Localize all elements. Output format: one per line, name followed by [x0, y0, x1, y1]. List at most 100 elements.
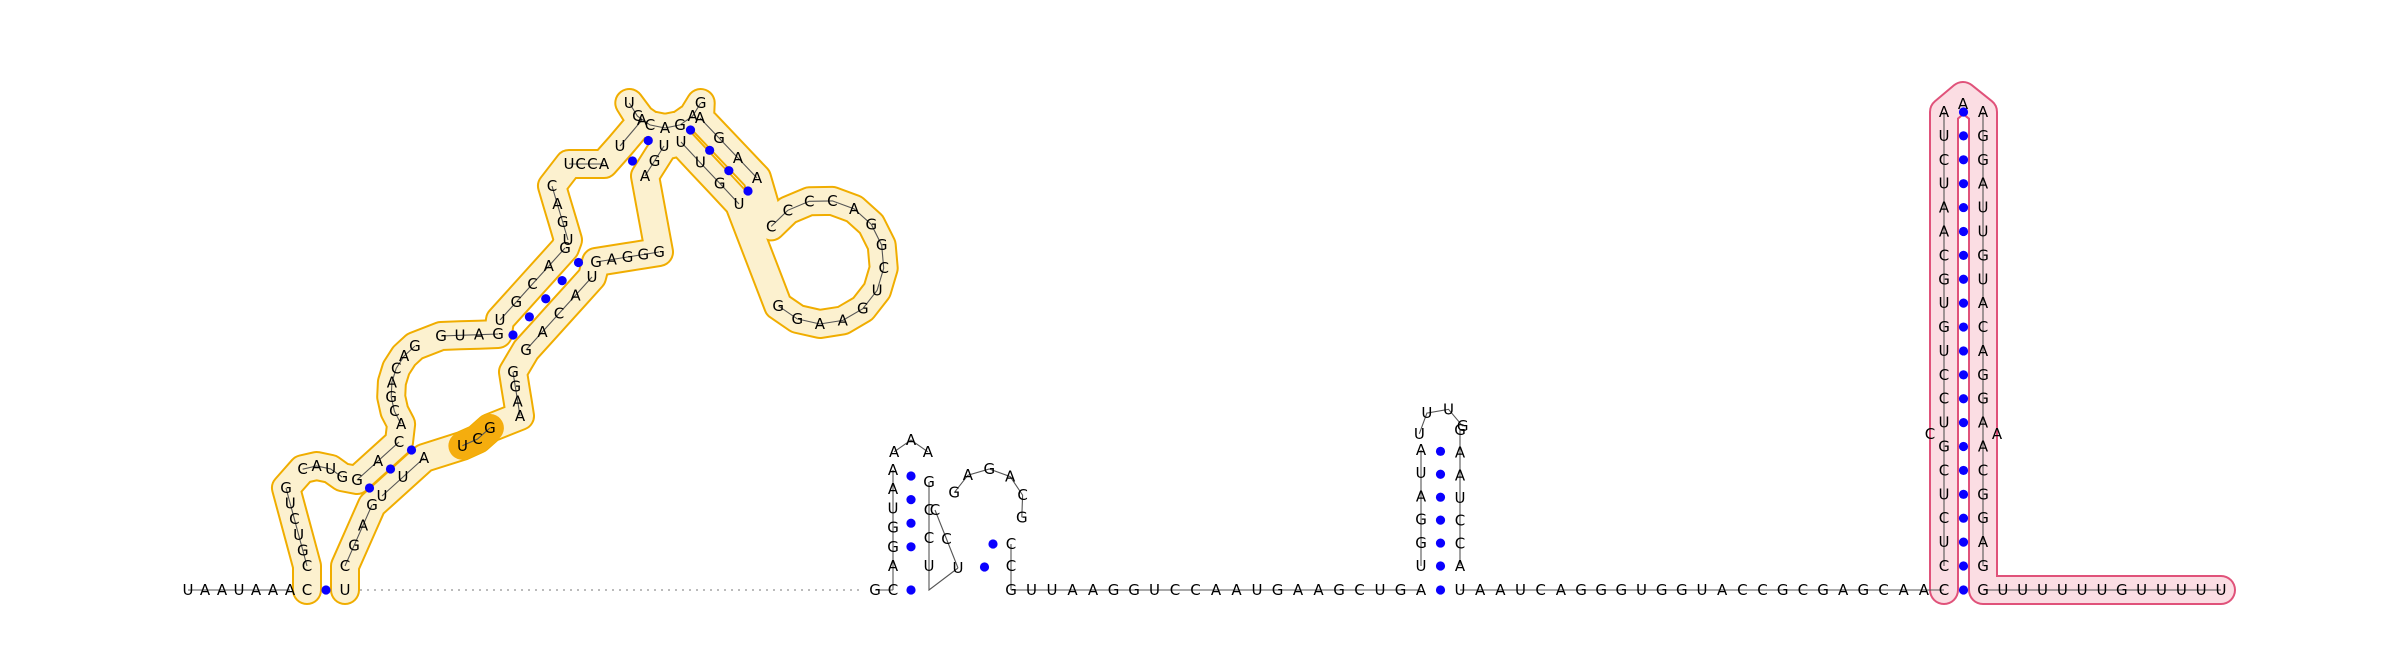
spacer2-nt-16: G — [1333, 581, 1345, 599]
domain3-stem-base-pair-4 — [1435, 469, 1446, 479]
domain2-hairpin1-right-nt-1: C — [924, 501, 934, 519]
left-tail-nt-0: U — [183, 581, 194, 599]
domain2-hairpin1-loop-nt-2: A — [923, 443, 934, 461]
domain1-branch-left-backbone — [699, 117, 758, 179]
domain2-hairpin1-left-nt-2: G — [887, 519, 899, 537]
domain1-stem-b-base-pair-2 — [541, 294, 551, 304]
domain1-basal-right-nt-3: G — [366, 496, 378, 514]
domain1-apex-loop-nt-4: G — [674, 116, 686, 134]
domain1-internal-left-nt-6: G — [409, 337, 421, 355]
domain1-stem-b-right-nt-2: C — [554, 305, 564, 323]
domain1-mid-left-nt-2: A — [552, 195, 563, 213]
domain1-stem-a-base-pair-0 — [364, 483, 375, 493]
domain4-stem-base-pair-11 — [1958, 370, 1969, 380]
domain4-stem-right-nt-15: C — [1978, 461, 1988, 479]
domain1-internal-left-nt-1: C — [389, 402, 399, 420]
domain1-mid-left-nt-1: G — [557, 213, 569, 231]
domain3-stem-right-nt-3: U — [1455, 489, 1466, 507]
domain2-hairpin2-loop-backbone — [953, 468, 1024, 518]
domain4-stem-base-pair-2 — [1958, 155, 1969, 165]
domain1-branch-loop-nt-13: G — [772, 297, 784, 315]
domain1-apex-loop-nt-6: G — [695, 94, 707, 112]
domain3-loop-nt-2: U — [1443, 400, 1454, 418]
domain1-mid-right-backbone — [595, 251, 660, 263]
domain3-stem-base-pair-5 — [1435, 446, 1446, 456]
domain1-basal-left-nt-5: G — [280, 479, 292, 497]
domain3-stem-left-nt-2: G — [1415, 511, 1427, 529]
spacer3-nt-24: C — [1939, 581, 1949, 599]
domain4-stem-base-pair-0 — [1958, 107, 1969, 117]
domain1-branch-left-nt-1: G — [713, 129, 725, 147]
domain1-stem-c-left-nt-0: U — [615, 137, 626, 155]
domain1-close-left-nt-0: C — [302, 581, 312, 599]
domain4-stem-base-pair-9 — [1958, 322, 1969, 332]
domain1-apex-loop-nt-3: A — [660, 119, 671, 137]
domain2-hairpin1-base-pair-0 — [906, 471, 916, 481]
domain1-stem-b-left-nt-3: A — [544, 257, 555, 275]
domain2-hairpin1-base-pair-2 — [906, 518, 916, 528]
spacer2-nt-8: C — [1170, 581, 1180, 599]
domain2-hairpin2-loop-nt-0: G — [948, 484, 960, 502]
domain2-hairpin2-loop-nt-3: A — [1005, 468, 1016, 486]
domain1-highlight-core-nt-2: G — [484, 419, 496, 437]
domain2-hairpin1-left-nt-0: A — [888, 557, 899, 575]
domain1-stem-b-left-nt-0: U — [495, 311, 506, 329]
domain4-stem-right-nt-5: U — [1978, 222, 1989, 240]
domain1-stem-a-base-pair-2 — [406, 445, 417, 455]
domain1-branch-left-nt-0: A — [695, 109, 706, 127]
domain1-internal-left-backbone — [390, 345, 416, 425]
spacer2-nt-15: A — [1313, 581, 1324, 599]
domain4-stem-base-pair-19 — [1958, 561, 1969, 571]
domain1-internal-top-nt-1: U — [455, 326, 466, 344]
domain1-apex-loop-nt-1: C — [632, 107, 642, 125]
domain4-stem-left-nt-19: A — [1939, 103, 1950, 121]
domain4-stem-left-nt-18: U — [1939, 127, 1950, 145]
domain2-hairpin1-loop-nt-1: A — [906, 431, 917, 449]
domain4-stem-base-pair-18 — [1958, 537, 1969, 547]
domain3-stem-right-nt-1: A — [1455, 444, 1466, 462]
spacer2-nt-18: U — [1375, 581, 1386, 599]
domain1-basal-left-nt-4: U — [285, 495, 296, 513]
domain4-stem-right-nt-11: G — [1977, 366, 1989, 384]
domain1-stem-a-left-nt-1: A — [373, 452, 384, 470]
domain1-closing-base-pair-0 — [321, 585, 331, 595]
spacer2-nt-9: C — [1190, 581, 1200, 599]
domain3-loop-nt-1: U — [1421, 404, 1432, 422]
spacer3-nt-0: U — [1455, 581, 1466, 599]
domain1-halo-fill — [273, 90, 897, 603]
domain2-hairpin2-right-nt-0: C — [1006, 535, 1016, 553]
domain1-branch-loop-backbone — [770, 200, 885, 325]
spacer2-nt-5: G — [1108, 581, 1120, 599]
tail-3prime-nt-7: G — [2116, 581, 2128, 599]
domain2-link-b — [928, 566, 959, 592]
domain1-stem-b-base-pair-0 — [508, 330, 518, 340]
domain1-basal-left-nt-1: G — [297, 541, 309, 559]
spacer3-nt-7: G — [1595, 581, 1607, 599]
domain4-bulge-left-nt-0: C — [1925, 425, 1935, 443]
domain1-basal-right-nt-1: G — [348, 537, 360, 555]
domain3-loop-nt-0: U — [1414, 425, 1425, 443]
domain4-stem-base-pair-16 — [1958, 489, 1969, 499]
domain1-stem-b-base-pair-4 — [573, 257, 584, 268]
domain3-stem-right-nt-6: A — [1455, 557, 1466, 575]
spacer3-nt-2: A — [1495, 581, 1506, 599]
domain4-stem-left-nt-5: G — [1938, 438, 1950, 456]
spacer3-nt-22: A — [1899, 581, 1910, 599]
domain1-branch-loop-nt-8: U — [872, 281, 883, 299]
domain4-stem-base-pair-6 — [1958, 250, 1969, 260]
spacer2-nt-14: A — [1293, 581, 1304, 599]
spacer2-nt-3: A — [1067, 581, 1078, 599]
domain1-internal-right-nt-0: A — [515, 407, 526, 425]
domain4-stem-right-nt-18: A — [1978, 533, 1989, 551]
domain1-mid-right-nt-4: G — [590, 253, 602, 271]
domain1-stem-c-right-nt-2: U — [659, 137, 670, 155]
domain1-internal-left-nt-5: A — [399, 347, 410, 365]
spacer3-nt-19: A — [1838, 581, 1849, 599]
left-tail-nt-6: A — [285, 581, 296, 599]
spacer3-nt-21: C — [1878, 581, 1888, 599]
domain4-stem-right-nt-12: G — [1977, 390, 1989, 408]
domain2-hairpin1-left-nt-4: A — [888, 480, 899, 498]
domain4-stem-base-pair-7 — [1958, 274, 1969, 284]
domain1-internal-top-nt-0: G — [435, 327, 447, 345]
